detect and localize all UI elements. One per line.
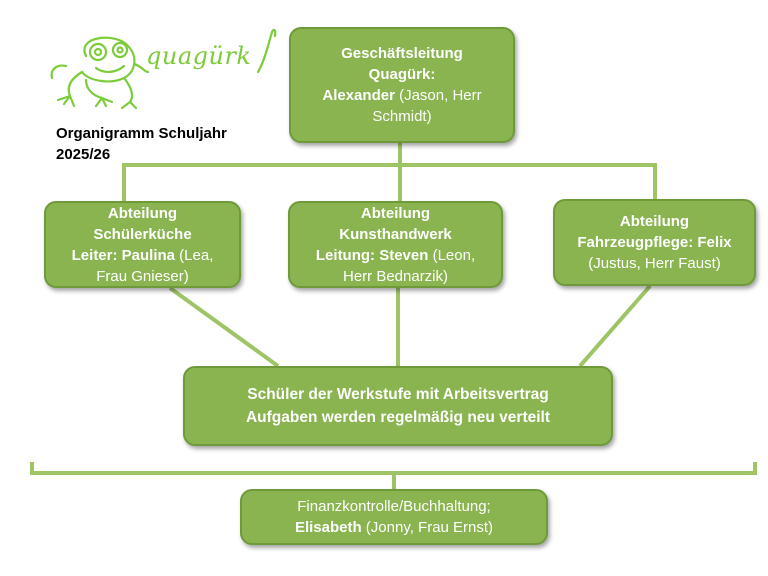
node-finanzkontrolle: Finanzkontrolle/Buchhaltung; Elisabeth (… (240, 489, 548, 545)
node-kh-line4: Herr Bednarzik) (342, 267, 449, 285)
node-fk-deputies: (Jonny, Frau Ernst) (361, 519, 494, 536)
node-gl-line4: Schmidt) (372, 108, 432, 125)
page-title: Organigramm Schuljahr 2025/26 (56, 123, 276, 165)
node-fk-line2: Elisabeth (Jonny, Frau Ernst) (295, 517, 493, 538)
connector-fz-ws (578, 284, 652, 368)
node-kunsthandwerk: Abteilung Kunsthandwerk Leitung: Steven … (288, 201, 503, 288)
page-title-line1: Organigramm Schuljahr (56, 125, 227, 142)
logo-wordmark: quagürk (146, 42, 252, 70)
node-gl-deputies: (Jason, Herr (394, 87, 482, 104)
node-kh-line3: Leitung: Steven (Leon, (316, 245, 475, 266)
node-ws-line2: Aufgaben werden regelmäßig neu verteilt (245, 409, 551, 426)
node-sk-line3: Leiter: Paulina (Lea, (72, 245, 214, 266)
node-werkstufe: Schüler der Werkstufe mit Arbeitsvertrag… (183, 366, 613, 446)
node-sk-deputies: (Lea, (175, 246, 214, 264)
node-fahrzeugpflege: Abteilung Fahrzeugpflege: Felix (Justus,… (553, 199, 756, 286)
page-title-line2: 2025/26 (56, 146, 111, 163)
node-geschaeftsleitung: Geschäftsleitung Quagürk: Alexander (Jas… (289, 27, 515, 143)
node-sk-line2: Schülerküche (93, 225, 192, 243)
node-fk-line1: Finanzkontrolle/Buchhaltung; (297, 498, 491, 515)
node-fk-person: Elisabeth (294, 519, 362, 536)
node-fz-line3: (Justus, Herr Faust) (588, 255, 721, 272)
node-gl-line2: Quagürk: (368, 66, 436, 83)
node-schuelerkueche: Abteilung Schülerküche Leiter: Paulina (… (44, 201, 241, 288)
node-fz-line2: Fahrzeugpflege: Felix (577, 234, 732, 251)
node-fz-line1: Abteilung (619, 213, 690, 230)
node-gl-line3: Alexander (Jason, Herr (322, 85, 481, 106)
node-ws-line1: Schüler der Werkstufe mit Arbeitsvertrag (247, 386, 549, 403)
connector-sk-ws (168, 286, 280, 368)
bracket-bottom (30, 462, 757, 475)
node-kh-deputies: (Leon, (428, 246, 476, 264)
node-kh-line1: Abteilung (360, 204, 431, 222)
node-kh-line2: Kunsthandwerk (339, 225, 452, 243)
node-kh-person: Leitung: Steven (315, 246, 429, 264)
node-sk-line1: Abteilung (107, 204, 178, 222)
node-sk-person: Leiter: Paulina (71, 246, 175, 264)
frog-icon (50, 28, 277, 110)
node-gl-person: Alexander (322, 87, 395, 104)
node-gl-line1: Geschäftsleitung (341, 45, 463, 62)
node-sk-line4: Frau Gnieser) (96, 267, 189, 285)
